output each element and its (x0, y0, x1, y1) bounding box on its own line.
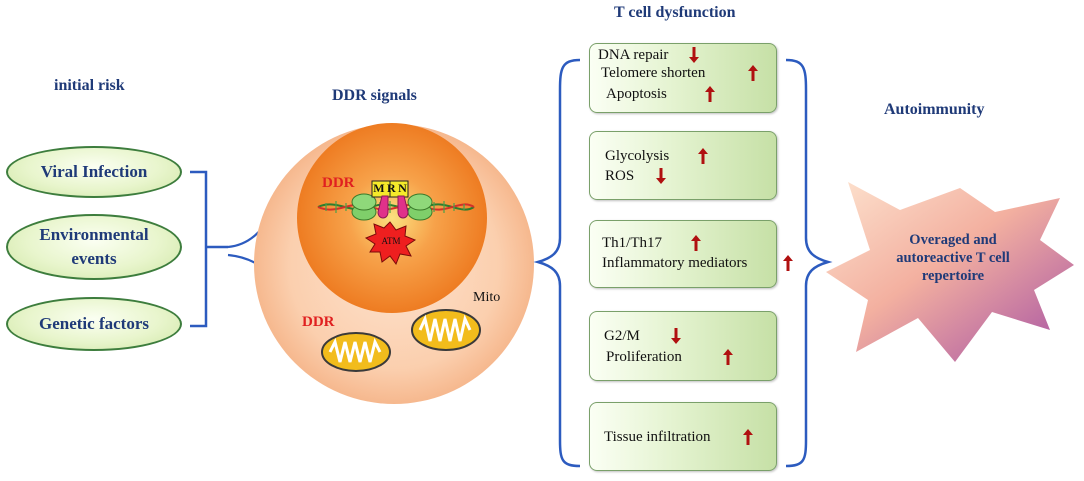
header-ddr-signals: DDR signals (332, 87, 417, 104)
risk-label: events (71, 249, 117, 268)
mitochondrion-icon (321, 332, 391, 372)
header-t-cell-dysfunction: T cell dysfunction (614, 4, 736, 21)
ddr-label-cytoplasm: DDR (302, 314, 335, 330)
dysfunction-item-label: Th1/Th17 (602, 235, 662, 251)
dysfunction-item: Proliferation (606, 348, 682, 366)
dysfunction-item: DNA repair (598, 46, 668, 64)
dysfunction-item-label: Apoptosis (606, 86, 667, 102)
dysfunction-item: Inflammatory mediators (602, 254, 747, 272)
dysfunction-item-label: G2/M (604, 328, 640, 344)
dysfunction-item: ROS (605, 167, 634, 185)
dysfunction-item-label: Tissue infiltration (604, 429, 711, 445)
arrow-down-icon (689, 47, 699, 63)
arrow-up-icon (748, 65, 758, 81)
arrow-up-icon (691, 235, 701, 251)
dysfunction-bracket-left (533, 58, 581, 468)
risk-bracket (190, 170, 228, 328)
risk-label: Environmental (39, 225, 149, 244)
dysfunction-item: Glycolysis (605, 147, 669, 165)
dysfunction-item: Apoptosis (606, 85, 667, 103)
nucleus (297, 123, 487, 313)
outcome-line: Overaged and (909, 232, 997, 248)
dysfunction-item-label: ROS (605, 168, 635, 184)
mito-label: Mito (473, 290, 501, 305)
arrow-down-icon (656, 168, 666, 184)
atm-burst-icon (364, 221, 417, 266)
risk-label: Genetic factors (39, 314, 149, 333)
mrn-n: N (398, 181, 407, 195)
dysfunction-box-cell-cycle: G2/M Proliferation (589, 311, 777, 381)
dysfunction-item-label: Proliferation (606, 349, 682, 365)
outcome-line: repertoire (921, 268, 985, 284)
outcome-line: autoreactive T cell (896, 250, 1010, 266)
risk-genetic-factors: Genetic factors (6, 297, 182, 351)
dysfunction-item-label: Inflammatory mediators (602, 255, 748, 271)
dysfunction-item: Tissue infiltration (604, 428, 711, 446)
risk-label: Viral Infection (40, 162, 148, 181)
header-autoimmunity: Autoimmunity (884, 101, 985, 118)
arrow-up-icon (705, 86, 715, 102)
dysfunction-bracket-right (785, 58, 833, 468)
dysfunction-item: G2/M (604, 327, 640, 345)
dysfunction-box-infiltration: Tissue infiltration (589, 402, 777, 471)
atm-label: ATM (381, 236, 401, 246)
mitochondrion-icon (411, 309, 481, 351)
mrn-label: M R N (372, 181, 408, 196)
header-initial-risk: initial risk (54, 77, 125, 94)
dysfunction-item: Th1/Th17 (602, 234, 662, 252)
arrow-up-icon (723, 349, 733, 365)
dysfunction-item-label: Glycolysis (605, 148, 670, 164)
dysfunction-item: Telomere shorten (601, 64, 705, 82)
arrow-up-icon (783, 255, 793, 271)
mrn-complex-icon (351, 180, 433, 221)
dysfunction-item-label: Telomere shorten (601, 65, 706, 81)
arrow-down-icon (671, 328, 681, 344)
mrn-r: R (386, 181, 396, 195)
mrn-m: M (373, 181, 385, 195)
risk-environmental-events: Environmental events (6, 214, 182, 280)
autoimmunity-star (826, 182, 1074, 362)
arrow-up-icon (698, 148, 708, 164)
risk-viral-infection: Viral Infection (6, 146, 182, 198)
dysfunction-item-label: DNA repair (598, 47, 669, 63)
ddr-label-nucleus: DDR (322, 175, 355, 191)
arrow-up-icon (743, 429, 753, 445)
outcome-text: Overaged and autoreactive T cell reperto… (880, 231, 1026, 285)
